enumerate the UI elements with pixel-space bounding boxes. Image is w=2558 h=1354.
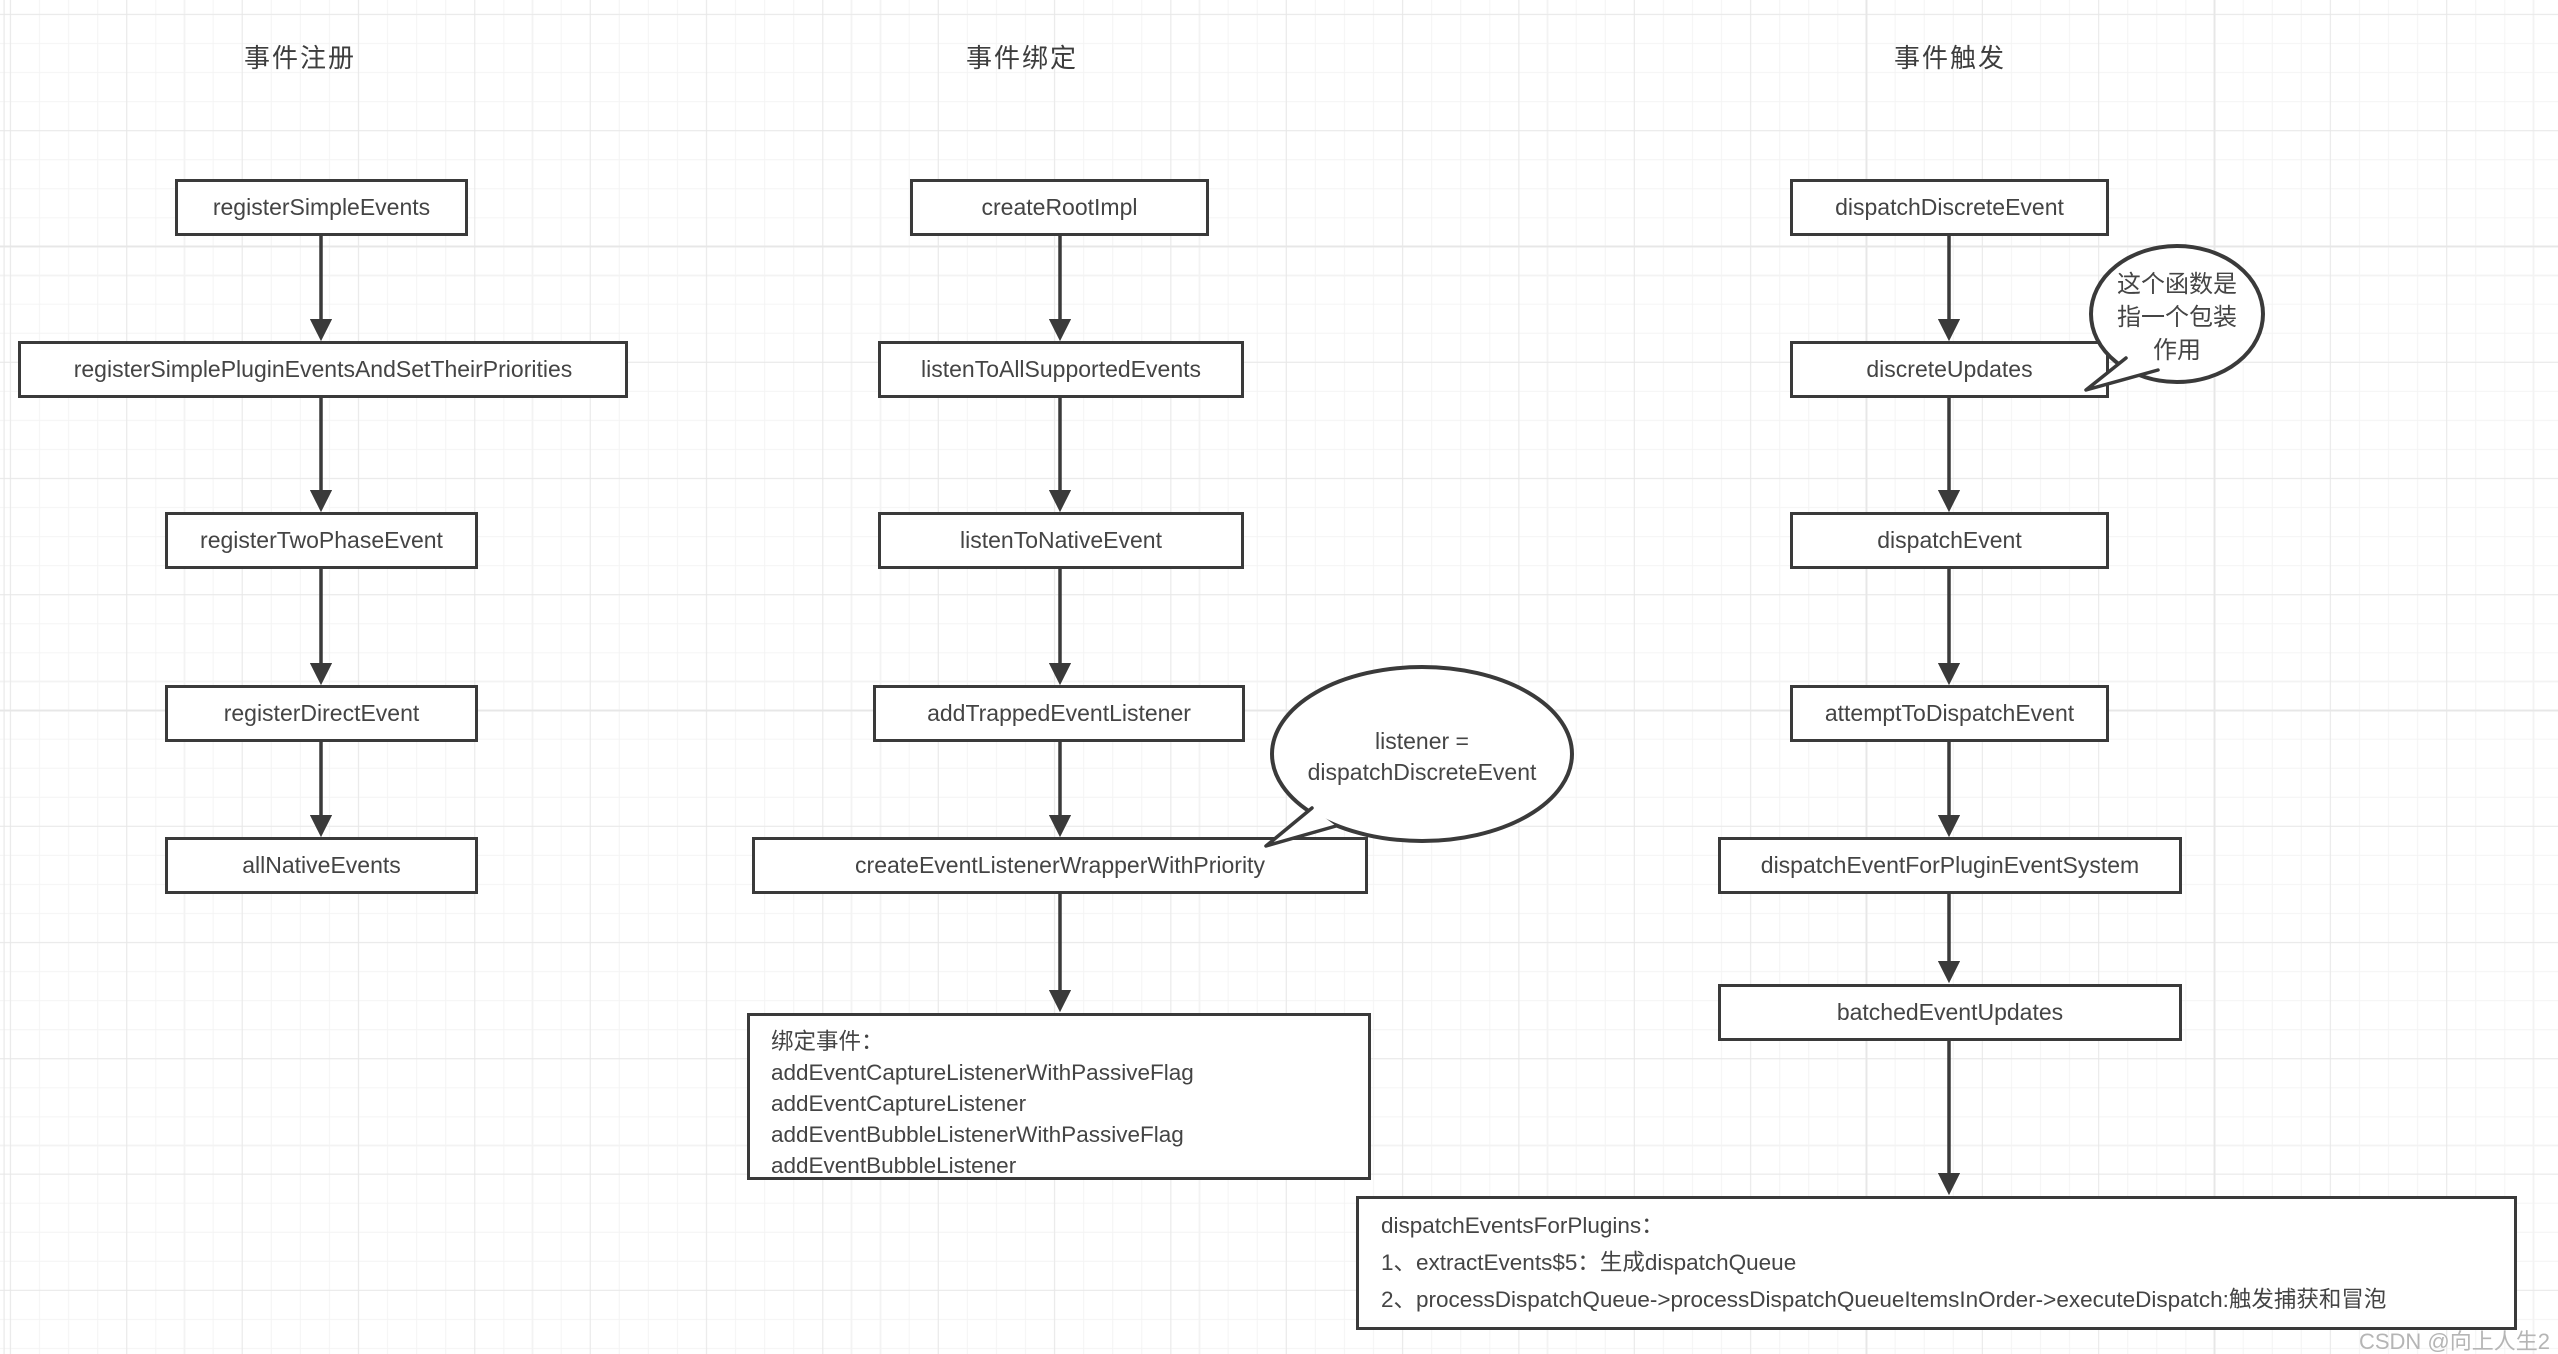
detail-box-dispatch-line: 1、extractEvents$5：生成dispatchQueue (1381, 1250, 1797, 1275)
callout-text-wrapper-note-line: 指一个包装 (2117, 304, 2237, 331)
node-registerSimpleEvents: registerSimpleEvents (175, 179, 468, 236)
callout-text-wrapper-note-line: 这个函数是 (2117, 271, 2237, 298)
node-batchedEventUpdates: batchedEventUpdates (1718, 984, 2182, 1041)
node-dispatchEventForPluginEventSystem: dispatchEventForPluginEventSystem (1718, 837, 2182, 894)
detail-box-dispatch-line: 2、processDispatchQueue->processDispatchQ… (1381, 1287, 2387, 1312)
detail-box-bind-events: 绑定事件： addEventCaptureListenerWithPassive… (747, 1013, 1371, 1180)
detail-box-bind-events-line: addEventCaptureListenerWithPassiveFlag (771, 1060, 1194, 1085)
callout-bubble-listener (1264, 665, 1574, 848)
callout-bubble-wrapper-note (2084, 244, 2265, 392)
node-registerTwoPhaseEvent: registerTwoPhaseEvent (165, 512, 478, 569)
node-addTrappedEventListener: addTrappedEventListener (873, 685, 1245, 742)
node-createRootImpl: createRootImpl (910, 179, 1209, 236)
detail-box-bind-events-line: addEventCaptureListener (771, 1091, 1027, 1116)
callout-text-listener: listener = dispatchDiscreteEvent (1272, 726, 1572, 788)
column-title-event-registration: 事件注册 (243, 43, 357, 73)
callout-text-wrapper-note: 这个函数是 指一个包装 作用 (2091, 268, 2263, 367)
callout-text-wrapper-note-line: 作用 (2153, 337, 2201, 364)
detail-box-bind-events-line: addEventBubbleListenerWithPassiveFlag (771, 1122, 1184, 1147)
column-title-event-binding: 事件绑定 (965, 43, 1079, 73)
detail-box-bind-events-line: addEventBubbleListener (771, 1153, 1017, 1178)
detail-box-dispatch-title: dispatchEventsForPlugins： (1381, 1213, 1664, 1238)
node-registerSimplePluginEventsAndSetTheirPriorities: registerSimplePluginEventsAndSetTheirPri… (18, 341, 628, 398)
callout-text-listener-line: dispatchDiscreteEvent (1307, 759, 1537, 785)
csdn-watermark: CSDN @向上人生2 (2358, 1329, 2550, 1354)
node-dispatchDiscreteEvent: dispatchDiscreteEvent (1790, 179, 2109, 236)
detail-box-dispatch-events-for-plugins: dispatchEventsForPlugins： 1、extractEvent… (1356, 1196, 2517, 1330)
node-attemptToDispatchEvent: attemptToDispatchEvent (1790, 685, 2109, 742)
node-listenToNativeEvent: listenToNativeEvent (878, 512, 1244, 569)
detail-box-bind-events-title: 绑定事件： (771, 1029, 884, 1054)
node-dispatchEvent: dispatchEvent (1790, 512, 2109, 569)
node-allNativeEvents: allNativeEvents (165, 837, 478, 894)
column-title-event-trigger: 事件触发 (1893, 43, 2007, 73)
callout-text-listener-line: listener = (1375, 728, 1469, 754)
node-listenToAllSupportedEvents: listenToAllSupportedEvents (878, 341, 1244, 398)
node-registerDirectEvent: registerDirectEvent (165, 685, 478, 742)
node-discreteUpdates: discreteUpdates (1790, 341, 2109, 398)
node-createEventListenerWrapperWithPriority: createEventListenerWrapperWithPriority (752, 837, 1368, 894)
